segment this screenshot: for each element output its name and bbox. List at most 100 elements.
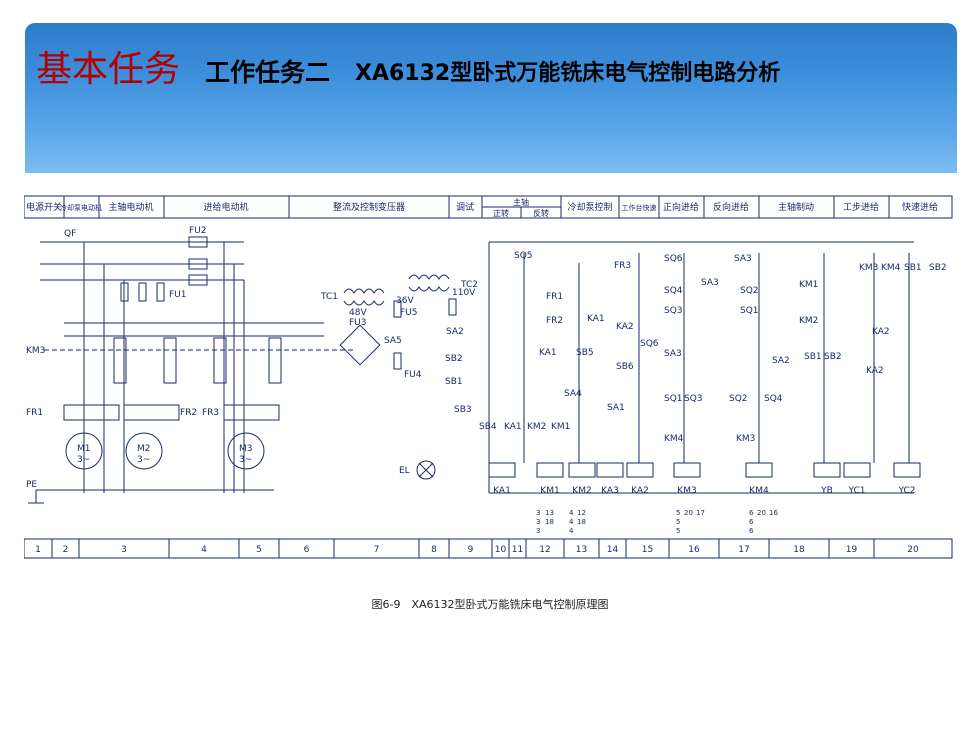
lbl-sb6: SB6 xyxy=(616,362,634,372)
hdr-fwd: 正转 xyxy=(493,208,509,218)
header-frame xyxy=(24,195,953,219)
hdr-spindle-motor: 主轴电动机 xyxy=(108,201,153,213)
hdr-debug: 调试 xyxy=(456,201,474,213)
ref-11: 5 xyxy=(676,509,680,517)
lbl-km2a: KM2 xyxy=(527,422,546,432)
lbl-sa3a: SA3 xyxy=(664,349,682,359)
lbl-ka1a: KA1 xyxy=(539,348,557,358)
lbl-fu3: FU3 xyxy=(349,318,367,328)
lbl-sq2b: SQ2 xyxy=(729,394,748,404)
footer-number-20: 20 xyxy=(907,545,919,555)
coil-yc2 xyxy=(893,462,921,478)
lbl-sb4: SB4 xyxy=(479,422,497,432)
footer-number-12: 12 xyxy=(539,545,550,555)
lbl-sa3c: SA3 xyxy=(734,254,752,264)
footer-number-13: 13 xyxy=(576,545,587,555)
hdr-rapid-table: 工作台快速 xyxy=(622,203,657,212)
lbl-pe: PE xyxy=(26,480,37,490)
footer-number-11: 11 xyxy=(512,545,523,555)
coil-km3 xyxy=(673,462,701,478)
lbl-sq6b: SQ6 xyxy=(640,339,659,349)
lbl-sq4b: SQ4 xyxy=(764,394,783,404)
hdr-feed-motor: 进给电动机 xyxy=(203,201,248,213)
hdr-rapid-feed: 快速进给 xyxy=(902,201,938,213)
km2-block xyxy=(163,337,177,384)
lbl-sq3a: SQ3 xyxy=(664,306,683,316)
ref-4: 13 xyxy=(545,509,554,517)
coil-label-8: YB xyxy=(820,486,833,496)
lbl-sa5: SA5 xyxy=(384,336,402,346)
coil-ka2 xyxy=(626,462,654,478)
lbl-sa3b: SA3 xyxy=(701,278,719,288)
lbl-ka1c: KA1 xyxy=(504,422,522,432)
lbl-km1a: KM1 xyxy=(551,422,570,432)
lbl-qf: QF xyxy=(64,229,76,239)
fr1-relay xyxy=(63,404,120,421)
lbl-el: EL xyxy=(399,466,410,476)
ref-20: 16 xyxy=(769,509,778,517)
lbl-sq4a: SQ4 xyxy=(664,286,683,296)
footer-number-18: 18 xyxy=(793,545,805,555)
lbl-km3a: KM3 xyxy=(736,434,755,444)
lbl-fu1: FU1 xyxy=(169,290,187,300)
coil-yb xyxy=(813,462,841,478)
ref-12: 5 xyxy=(676,518,680,526)
lbl-48v: 48V xyxy=(349,308,367,318)
lbl-fu5: FU5 xyxy=(400,308,418,318)
ref-19: 20 xyxy=(757,509,766,517)
coil-label-6: KM3 xyxy=(677,486,696,496)
lbl-fr3b: FR3 xyxy=(614,261,631,271)
lamp-el xyxy=(416,460,436,480)
lbl-36v: 36V xyxy=(396,296,414,306)
ref-5: 18 xyxy=(545,518,554,526)
lbl-ka2b: KA2 xyxy=(872,327,890,337)
coil-km2 xyxy=(568,462,596,478)
lbl-ka1b: KA1 xyxy=(587,314,605,324)
fr2-relay xyxy=(123,404,180,421)
lbl-110v: 110V xyxy=(452,288,476,298)
lbl-sb5: SB5 xyxy=(576,348,594,358)
hdr-transformer: 整流及控制变压器 xyxy=(333,201,405,213)
coil-label-4: KA3 xyxy=(601,486,619,496)
task-title: 工作任务二 xyxy=(205,58,331,87)
coil-yc1 xyxy=(843,462,871,478)
footer-number-2: 2 xyxy=(63,545,69,555)
coil-km4 xyxy=(745,462,773,478)
footer-number-15: 15 xyxy=(642,545,653,555)
lbl-km3b: KM3 xyxy=(859,263,878,273)
ref-6: 4 xyxy=(569,509,574,517)
coil-label-1: KA1 xyxy=(493,486,511,496)
lbl-fr2b: FR2 xyxy=(546,316,563,326)
coil-label-9: YC1 xyxy=(847,486,865,496)
coil-label-3: KM2 xyxy=(572,486,591,496)
lbl-sb2c: SB2 xyxy=(824,352,842,362)
km1-block xyxy=(113,337,127,384)
title-banner xyxy=(25,23,957,173)
lbl-sq1b: SQ1 xyxy=(664,394,683,404)
lbl-sb2: SB2 xyxy=(445,354,463,364)
coil-label-5: KA2 xyxy=(631,486,649,496)
lbl-m3: M3 xyxy=(239,444,253,454)
lbl-m1-phase: 3~ xyxy=(77,455,90,465)
coil-label-2: KM1 xyxy=(540,486,559,496)
lbl-sb1: SB1 xyxy=(445,377,463,387)
lbl-km1b: KM1 xyxy=(799,280,818,290)
lbl-sa1: SA1 xyxy=(607,403,625,413)
footer-number-16: 16 xyxy=(688,545,700,555)
hdr-step-feed: 工步进给 xyxy=(843,201,879,213)
lbl-m3-phase: 3~ xyxy=(239,455,252,465)
ref-3: 3 xyxy=(536,527,540,535)
ref-1: 3 xyxy=(536,509,540,517)
coil-label-10: YC2 xyxy=(897,486,915,496)
ref-10: 18 xyxy=(577,518,586,526)
motor-m2 xyxy=(125,432,163,470)
lbl-sb1b: SB1 xyxy=(904,263,922,273)
lbl-km4b: KM4 xyxy=(881,263,901,273)
footer-frame xyxy=(24,538,953,559)
lbl-ka2a: KA2 xyxy=(616,322,634,332)
lbl-m2-phase: 3~ xyxy=(137,455,150,465)
lbl-sb1c: SB1 xyxy=(804,352,822,362)
ref-18: 6 xyxy=(749,527,754,535)
lbl-sq2a: SQ2 xyxy=(740,286,759,296)
coil-km1 xyxy=(536,462,564,478)
